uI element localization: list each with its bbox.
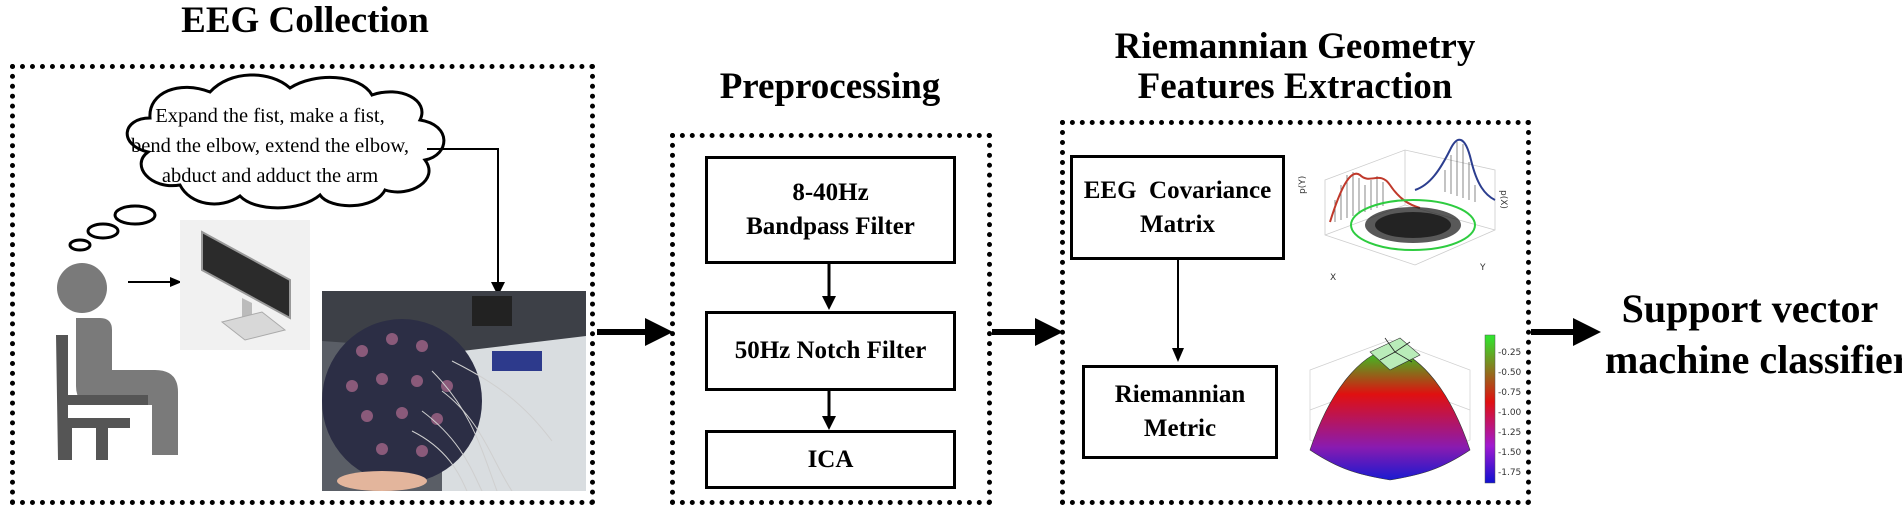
eeg-collection-panel	[10, 64, 595, 505]
monitor-icon	[180, 220, 310, 350]
arrow-features-to-classifier	[1531, 318, 1601, 346]
svg-text:-1.25: -1.25	[1498, 428, 1521, 438]
thought-line-2: bend the elbow, extend the elbow,	[131, 135, 409, 157]
axis-label-x: X	[1330, 273, 1336, 283]
metric-line-1: Riemannian	[1114, 381, 1246, 408]
arrow-covariance-to-metric	[1172, 260, 1184, 362]
colorbar	[1484, 334, 1496, 484]
notch-line-1: 50Hz Notch Filter	[734, 337, 927, 364]
thought-bubble-medium	[86, 222, 120, 240]
colorbar-ticks: -0.25 -0.50 -0.75 -1.00 -1.25 -1.50 -1.7…	[1498, 348, 1522, 478]
eeg-collection-title: EEG Collection	[181, 0, 429, 41]
marginal-x-curve	[1414, 138, 1496, 201]
ica-box: ICA	[705, 430, 956, 489]
covariance-matrix-box: EEG Covariance Matrix	[1070, 155, 1285, 260]
svm-classifier-label: Support vector machine classifier	[1605, 283, 1902, 385]
arrow-preprocessing-to-features	[992, 318, 1063, 346]
thought-line-3: abduct and adduct the arm	[161, 165, 379, 187]
thought-text: Expand the fist, make a fist, bend the e…	[120, 101, 420, 191]
thought-cloud	[56, 73, 505, 460]
metric-line-2: Metric	[1143, 415, 1217, 442]
thought-bubble-small	[68, 238, 92, 252]
svg-text:-1.75: -1.75	[1498, 468, 1521, 478]
svg-text:-1.50: -1.50	[1498, 448, 1522, 458]
svg-text:-1.00: -1.00	[1498, 408, 1522, 418]
arrow-collection-to-preprocessing	[597, 318, 673, 346]
axis-label-py: p(Y)	[1298, 176, 1308, 194]
confidence-ellipse	[1350, 199, 1476, 251]
preprocessing-panel	[670, 133, 992, 505]
riemannian-metric-box: Riemannian Metric	[1082, 365, 1278, 459]
svm-line-1: Support vector	[1621, 286, 1879, 331]
notch-filter-box: 50Hz Notch Filter	[705, 311, 956, 391]
feature-extraction-title: Riemannian Geometry Features Extraction	[1080, 27, 1510, 107]
thought-bubble-large	[113, 204, 157, 226]
cloud-to-photo-arrowhead	[491, 282, 505, 296]
ica-line-1: ICA	[807, 445, 854, 473]
riemannian-surface-plot: -0.25 -0.50 -0.75 -1.00 -1.25 -1.50 -1.7…	[1309, 334, 1522, 484]
thought-line-1: Expand the fist, make a fist,	[155, 105, 385, 127]
cloud-to-photo-connector	[427, 148, 499, 285]
svm-line-2: machine classifier	[1605, 337, 1902, 382]
feature-extraction-panel	[1060, 120, 1531, 505]
preprocessing-title: Preprocessing	[719, 66, 941, 107]
arrow-bandpass-to-notch	[822, 264, 836, 310]
feature-extraction-title-line1: Riemannian Geometry	[1114, 26, 1476, 67]
svg-text:-0.50: -0.50	[1498, 368, 1522, 378]
cloud-shape	[125, 73, 446, 210]
eeg-cap-photo	[322, 291, 586, 491]
svg-text:-0.25: -0.25	[1498, 348, 1521, 358]
feature-extraction-title-line2: Features Extraction	[1137, 66, 1453, 107]
bandpass-line-1: 8-40Hz	[792, 179, 869, 206]
axis-label-px: p(X)	[1498, 190, 1508, 209]
thinking-person-icon	[56, 263, 178, 460]
bandpass-filter-box: 8-40Hz Bandpass Filter	[705, 156, 956, 264]
svg-text:-0.75: -0.75	[1498, 388, 1521, 398]
bivariate-density-plot: p(Y) p(X) X Y	[1298, 138, 1508, 283]
arrow-notch-to-ica	[822, 391, 836, 430]
covariance-line-2: Matrix	[1140, 210, 1215, 238]
covariance-line-1: EEG Covariance	[1083, 176, 1272, 204]
surface-dome	[1309, 347, 1471, 481]
bandpass-line-2: Bandpass Filter	[746, 213, 915, 240]
axis-label-y: Y	[1479, 263, 1486, 273]
